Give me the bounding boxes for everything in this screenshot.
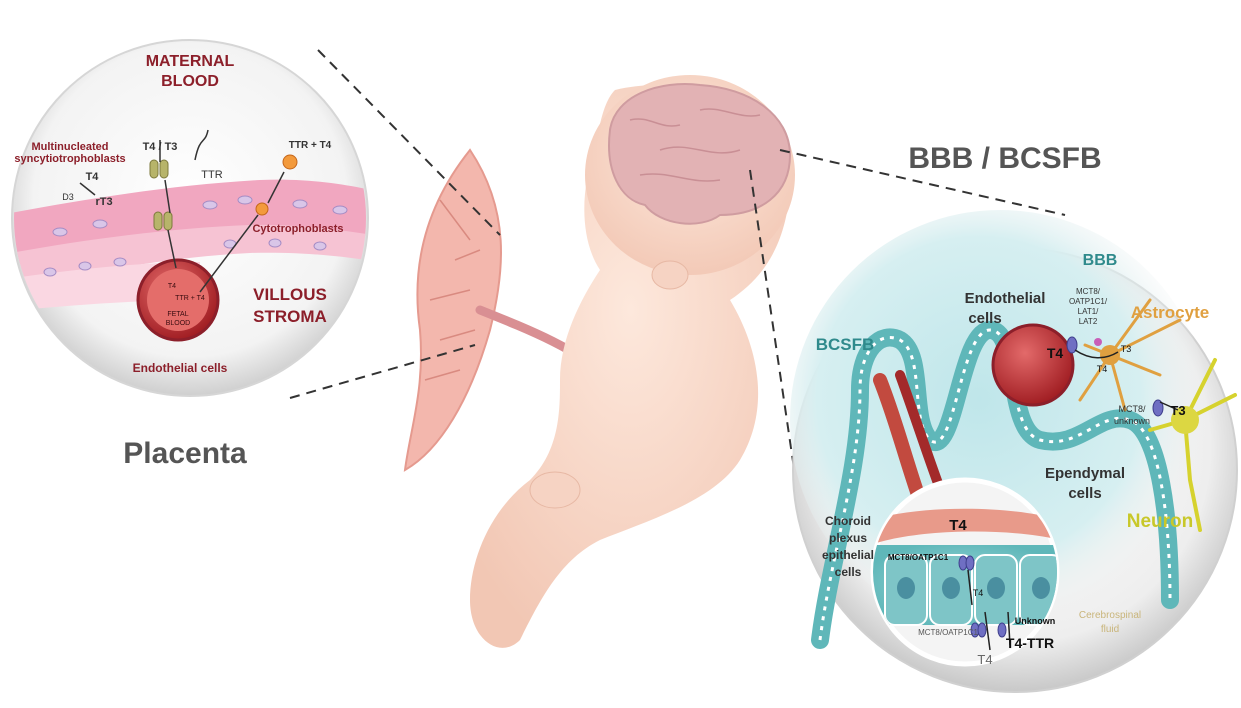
maternal-blood-label: BLOOD <box>161 73 219 90</box>
bbb-vessel <box>993 325 1073 405</box>
ependymal-cells-label: cells <box>1068 485 1101 502</box>
multinucleated-label: syncytiotrophoblasts <box>14 153 125 165</box>
choroid-plexus-label: epithelial <box>822 548 874 562</box>
d3-label: D3 <box>62 192 74 202</box>
fetal-blood-label: FETAL <box>167 311 188 318</box>
ttr-label: TTR <box>201 169 222 181</box>
fetus-illustration <box>405 75 795 648</box>
choroid-plexus-label: Choroid <box>825 514 871 528</box>
brain-barrier-lens: BBB BCSFB Endothelial cells MCT8/ OATP1C… <box>790 210 1237 692</box>
placenta-lens: MATERNAL BLOOD Multinucleated syncytiotr… <box>0 40 380 396</box>
ttr-t4-ball-icon <box>283 155 297 169</box>
bbb-transporters-label: OATP1C1/ <box>1069 297 1108 306</box>
t4-label: T4 <box>1047 345 1064 361</box>
villous-stroma-label: VILLOUS <box>253 285 327 304</box>
vessel-t4-label: T4 <box>168 283 176 290</box>
ttr-t4-ball-icon <box>256 203 268 215</box>
cytotrophoblasts-label: Cytotrophoblasts <box>252 223 343 235</box>
t3-label: T3 <box>1170 403 1185 418</box>
mct8-oatp-top-label: MCT8/OATP1C1 <box>888 553 949 562</box>
vessel-ttr-t4-label: TTR + T4 <box>175 295 205 302</box>
fetal-blood-label: BLOOD <box>166 320 191 327</box>
endothelial-cells-label: cells <box>968 310 1001 327</box>
mct8-unknown-label: unknown <box>1114 416 1150 426</box>
mct8-unknown-label: MCT8/ <box>1119 404 1146 414</box>
astrocyte-label: Astrocyte <box>1131 303 1209 322</box>
fetal-brain <box>609 84 790 224</box>
csf-label: Cerebrospinal <box>1079 610 1141 621</box>
t4-small-label: T4 <box>973 588 984 598</box>
rt3-label: rT3 <box>95 196 112 208</box>
t4-t3-label: T4 / T3 <box>143 141 178 153</box>
maternal-blood-label: MATERNAL <box>146 53 235 70</box>
placenta-title: Placenta <box>123 437 247 470</box>
bbb-bcsfb-title: BBB / BCSFB <box>908 142 1101 175</box>
ttr-t4-label: TTR + T4 <box>289 140 332 151</box>
unknown-label: Unknown <box>1015 616 1056 626</box>
choroid-plexus-label: cells <box>835 565 862 579</box>
t4-bottom-label: T4 <box>977 652 992 667</box>
t4-label: T4 <box>86 171 100 183</box>
bbb-label: BBB <box>1083 252 1118 269</box>
bbb-transporters-label: LAT1/ <box>1078 307 1100 316</box>
ependymal-cells-label: Ependymal <box>1045 465 1125 482</box>
t4-label: T4 <box>1097 364 1108 374</box>
bcsfb-label: BCSFB <box>816 335 875 354</box>
mct8-oatp-bottom-label: MCT8/OATP1C1 <box>918 628 978 637</box>
multinucleated-label: Multinucleated <box>31 141 108 153</box>
t3-label: T3 <box>1121 344 1132 354</box>
neuron-label: Neuron <box>1127 511 1194 532</box>
t4-top-label: T4 <box>949 517 967 534</box>
csf-label: fluid <box>1101 624 1119 635</box>
bbb-transporters-label: MCT8/ <box>1076 287 1101 296</box>
bbb-transporters-label: LAT2 <box>1079 317 1098 326</box>
choroid-plexus-label: plexus <box>829 531 867 545</box>
endothelial-cells-label: Endothelial <box>965 290 1046 307</box>
t4-ttr-label: T4-TTR <box>1006 635 1054 651</box>
villous-stroma-label: STROMA <box>253 307 327 326</box>
endothelial-cells-label: Endothelial cells <box>133 361 228 375</box>
